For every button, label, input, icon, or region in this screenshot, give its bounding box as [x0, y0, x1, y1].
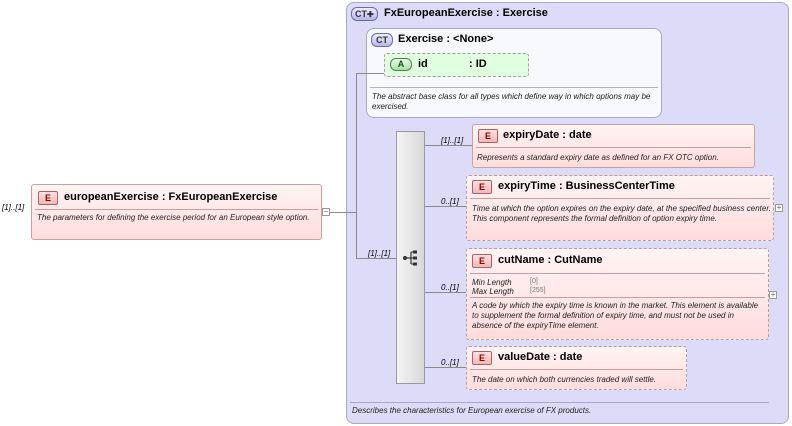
expiry-date-doc: Represents a standard expiry date as def… — [477, 153, 719, 162]
max-length-value: [255] — [530, 287, 546, 294]
cut-name-separator-2 — [470, 297, 765, 298]
min-length-label: Min Length — [472, 278, 512, 287]
child-connector-1 — [425, 145, 472, 146]
cut-name-separator — [470, 273, 765, 274]
expiry-date-separator — [476, 147, 751, 148]
cut-name-title: cutName : CutName — [498, 254, 603, 266]
expiry-date-element[interactable] — [472, 124, 755, 168]
root-collapse-icon[interactable]: − — [322, 207, 330, 216]
cut-name-element[interactable] — [466, 248, 769, 340]
base-separator — [370, 87, 658, 88]
expiry-time-title: expiryTime : BusinessCenterTime — [498, 180, 675, 192]
value-date-doc: The date on which both currencies traded… — [472, 375, 657, 384]
expiry-date-multiplicity: [1]..[1] — [441, 136, 464, 145]
root-separator — [35, 209, 318, 210]
vertical-connector — [356, 73, 357, 259]
cut-name-expand-icon[interactable]: + — [769, 290, 777, 299]
expiry-time-element[interactable] — [466, 175, 774, 241]
value-date-multiplicity: 0..[1] — [441, 358, 459, 367]
root-element-box[interactable] — [31, 184, 322, 240]
attribute-badge: A — [390, 58, 412, 71]
value-date-separator — [470, 369, 683, 370]
expiry-time-doc: Time at which the option expires on the … — [472, 204, 771, 223]
base-ct-badge: CT — [371, 33, 393, 47]
root-multiplicity: [1]..[1] — [2, 203, 25, 212]
expiry-time-badge: E — [472, 180, 492, 194]
expiry-time-expand-icon[interactable]: + — [775, 203, 783, 212]
max-length-label: Max Length — [472, 287, 514, 296]
complex-type-title: FxEuropeanExercise : Exercise — [384, 7, 548, 19]
min-length-value: [0] — [530, 278, 538, 285]
complex-type-doc: Describes the characteristics for Europe… — [352, 406, 592, 415]
seq-connector — [356, 258, 396, 259]
attribute-name: id — [418, 58, 428, 70]
root-element-doc: The parameters for defining the exercise… — [37, 213, 310, 222]
sequence-multiplicity: [1]..[1] — [368, 249, 391, 258]
expiry-time-separator — [470, 198, 770, 199]
sequence-compositor[interactable] — [396, 131, 425, 384]
sequence-icon — [403, 250, 417, 266]
child-connector-4 — [425, 367, 466, 368]
expiry-date-title: expiryDate : date — [503, 129, 592, 141]
child-connector-2 — [425, 206, 466, 207]
complex-type-separator — [350, 402, 769, 403]
expiry-time-multiplicity: 0..[1] — [441, 197, 459, 206]
cut-name-badge: E — [472, 254, 492, 268]
value-date-element[interactable] — [466, 346, 687, 390]
value-date-badge: E — [472, 351, 492, 365]
root-element-badge: E — [38, 191, 58, 205]
attr-connector — [356, 73, 384, 74]
child-connector-3 — [425, 292, 466, 293]
base-type-title: Exercise : <None> — [398, 33, 494, 45]
expiry-date-badge: E — [478, 129, 498, 143]
root-element-title: europeanExercise : FxEuropeanExercise — [64, 191, 278, 203]
value-date-title: valueDate : date — [498, 351, 583, 363]
root-connector — [322, 212, 356, 213]
ct-badge: CT✚ — [351, 7, 378, 21]
cut-name-doc: A code by which the expiry time is known… — [472, 301, 759, 330]
attribute-type: : ID — [469, 58, 487, 70]
cut-name-multiplicity: 0..[1] — [441, 283, 459, 292]
base-type-doc: The abstract base class for all types wh… — [372, 92, 651, 111]
expand-icon: ✚ — [367, 10, 374, 19]
